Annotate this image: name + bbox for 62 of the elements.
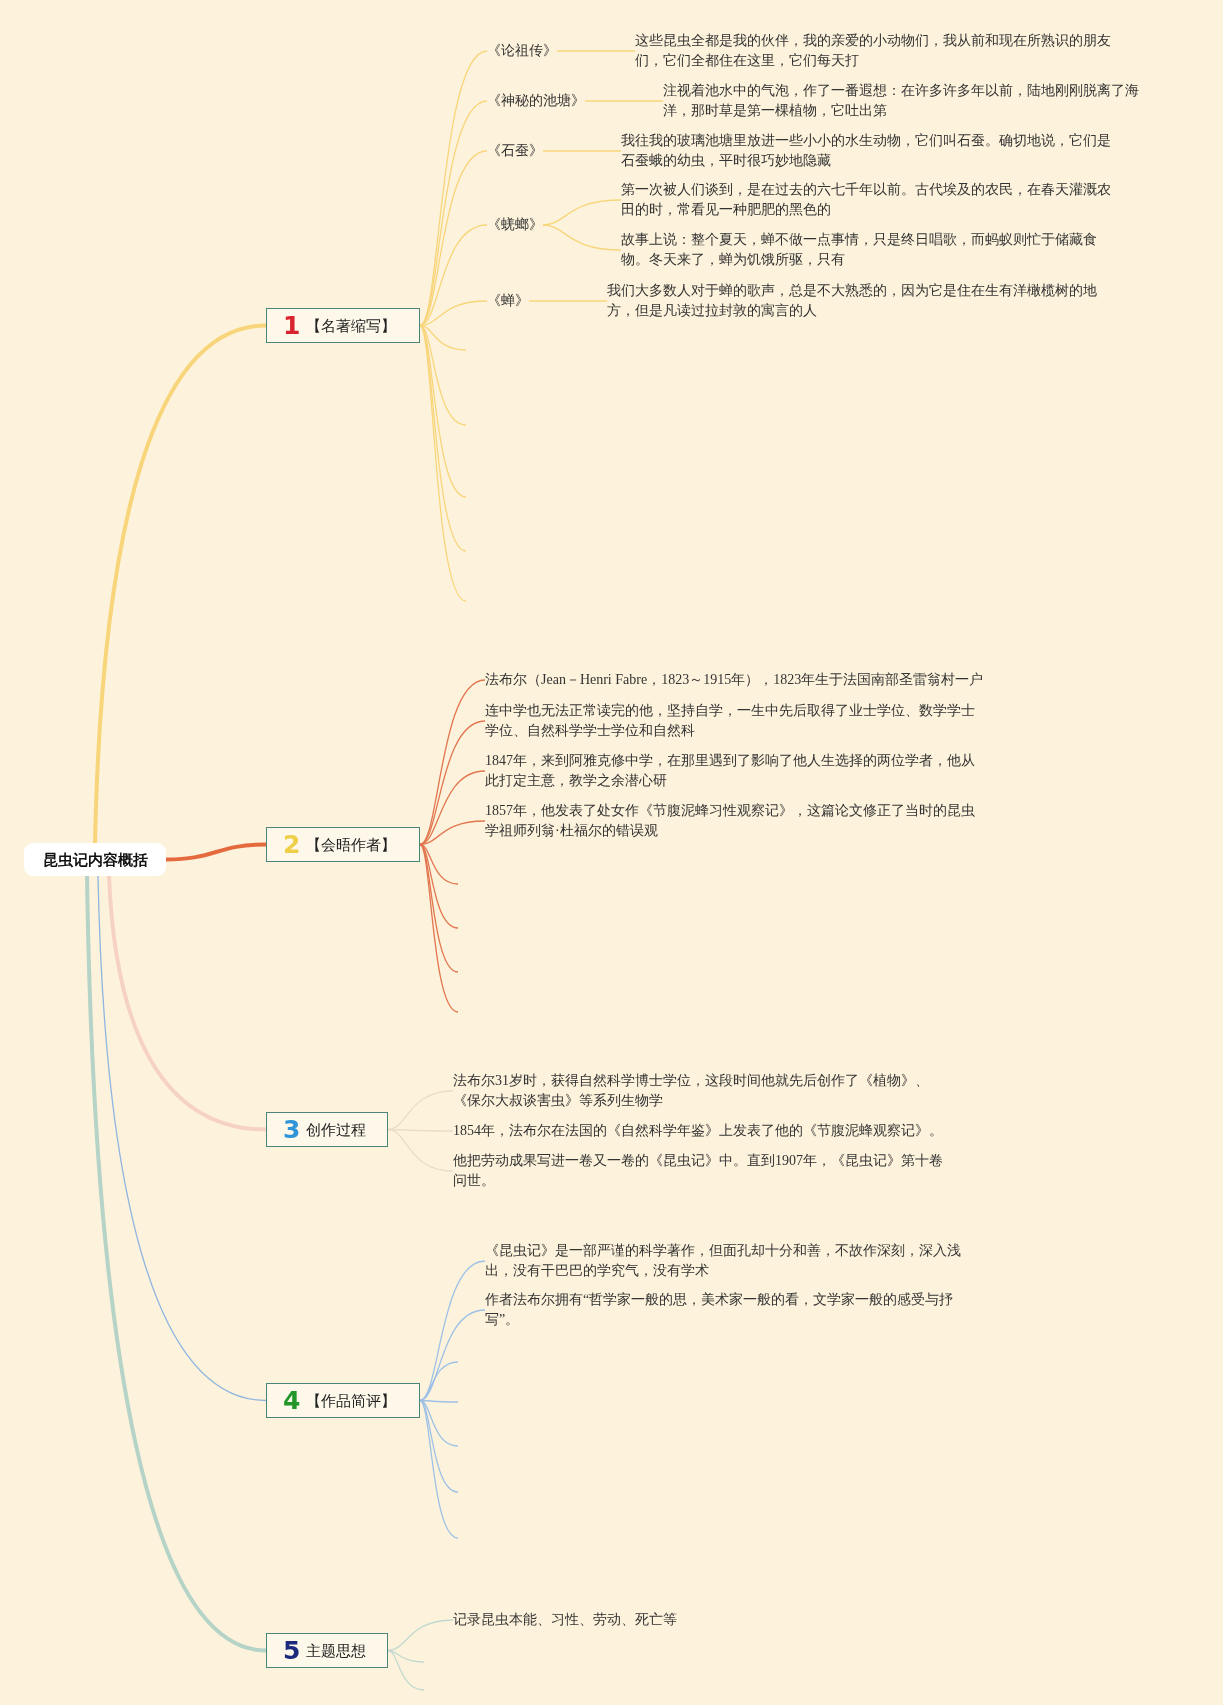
connector — [419, 720, 486, 846]
connector — [528, 300, 608, 302]
connector — [97, 875, 267, 1402]
connector — [542, 150, 622, 152]
topic-number: 5 — [283, 1635, 301, 1666]
note-text: 他把劳动成果写进一卷又一卷的《昆虫记》中。直到1907年，《昆虫记》第十卷问世。 — [453, 1151, 945, 1191]
subtopic-label: 《蝉》 — [487, 291, 529, 311]
connector — [419, 843, 459, 1013]
topic-number: 4 — [283, 1385, 301, 1416]
connector — [419, 820, 486, 846]
connector — [387, 1128, 454, 1172]
topic-title: 【会晤作者】 — [306, 834, 397, 855]
topic-title: 创作过程 — [306, 1119, 367, 1140]
note-text: 法布尔（Jean－Henri Fabre，1823～1915年），1823年生于法国南部圣雷翁村一户 — [485, 670, 991, 690]
connector — [387, 1649, 425, 1691]
topic-title: 【名著缩写】 — [306, 315, 397, 336]
connector — [542, 199, 622, 226]
note-text: 我往我的玻璃池塘里放进一些小小的水生动物，它们叫石蚕。确切地说，它们是石蚕蛾的幼虫，平时很巧妙地隐藏 — [621, 131, 1114, 171]
connector — [107, 875, 267, 1132]
subtopic-label: 《神秘的池塘》 — [487, 91, 585, 111]
note-text: 法布尔31岁时，获得自然科学博士学位，这段时间他就先后创作了《植物》、《保尔大叔谈害虫》等系列生物学 — [453, 1071, 943, 1111]
note-text: 1857年，他发表了处女作《节腹泥蜂习性观察记》，这篇论文修正了当时的昆虫学祖师列翁·杜福尔的错误观 — [485, 801, 981, 841]
connector — [419, 1399, 459, 1539]
topic-title: 【作品简评】 — [306, 1390, 397, 1411]
note-text: 1854年，法布尔在法国的《自然科学年鉴》上发表了他的《节腹泥蜂观察记》。 — [453, 1121, 953, 1141]
topic-box — [266, 1112, 388, 1147]
central-topic: 昆虫记内容概括 — [24, 843, 166, 876]
note-text: 故事上说：整个夏天，蝉不做一点事情，只是终日唱歌，而蚂蚁则忙于储藏食物。冬天来了，蝉为饥饿所驱，只有 — [621, 230, 1114, 270]
connector — [419, 324, 467, 426]
connector — [584, 100, 664, 102]
topic-box — [266, 1383, 420, 1418]
note-text: 连中学也无法正常读完的他，坚持自学，一生中先后取得了业士学位、数学学士学位、自然科学学士学位和自然科 — [485, 701, 978, 741]
connector — [165, 842, 267, 862]
note-text: 1847年，来到阿雅克修中学，在那里遇到了影响了他人生选择的两位学者，他从此打定主意，教学之余潜心研 — [485, 751, 981, 791]
connector — [419, 1399, 459, 1403]
subtopic-label: 《蜣螂》 — [487, 215, 543, 235]
connector — [419, 1399, 459, 1493]
topic-number: 3 — [283, 1114, 301, 1145]
connector — [419, 324, 467, 602]
note-text: 记录昆虫本能、习性、劳动、死亡等 — [453, 1610, 677, 1630]
topic-box — [266, 827, 420, 862]
note-text: 第一次被人们谈到，是在过去的六七千年以前。古代埃及的农民，在春天灌溉农田的时，常看见一种肥肥的黑色的 — [621, 180, 1114, 220]
topic-number: 1 — [283, 310, 301, 341]
connector — [93, 323, 267, 844]
connector — [419, 324, 467, 552]
connector — [542, 224, 622, 251]
connector — [387, 1649, 425, 1663]
connector — [419, 1361, 459, 1402]
note-text: 这些昆虫全都是我的伙伴，我的亲爱的小动物们，我从前和现在所熟识的朋友们，它们全都住在这里，它们每天打 — [635, 31, 1117, 71]
note-text: 作者法布尔拥有“哲学家一般的思，美术家一般的看，文学家一般的感受与抒写”。 — [485, 1290, 977, 1330]
subtopic-label: 《石蚕》 — [487, 141, 543, 161]
note-text: 我们大多数人对于蝉的歌声，总是不大熟悉的，因为它是住在生有洋橄榄树的地方，但是凡读过拉封敦的寓言的人 — [607, 281, 1100, 321]
note-text: 《昆虫记》是一部严谨的科学著作，但面孔却十分和善，不故作深刻，深入浅出，没有干巴巴的学究气，没有学术 — [485, 1241, 967, 1281]
subtopic-label: 《论祖传》 — [487, 41, 557, 61]
connector — [387, 1619, 454, 1652]
connector — [85, 875, 267, 1653]
topic-box — [266, 1633, 388, 1668]
topic-number: 2 — [283, 829, 301, 860]
connector — [556, 50, 636, 52]
topic-box — [266, 308, 420, 343]
topic-title: 主题思想 — [306, 1640, 367, 1661]
note-text: 注视着池水中的气泡，作了一番遐想：在许多许多年以前，陆地刚刚脱离了海洋，那时草是第一棵植物，它吐出第 — [663, 81, 1143, 121]
